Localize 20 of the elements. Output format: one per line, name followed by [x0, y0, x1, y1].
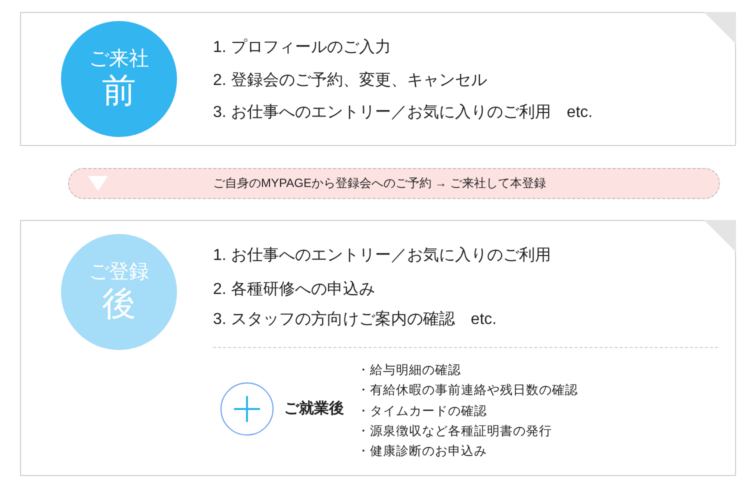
bullet-item: ・給与明細の確認: [357, 362, 461, 378]
panel-card: [20, 220, 736, 476]
banner-text: ご自身のMYPAGEから登録会へのご予約 → ご来社して本登録: [213, 175, 546, 191]
list-item: 2. 登録会のご予約、変更、キャンセル: [213, 71, 487, 91]
panel-card: [20, 12, 736, 146]
circle-label: ご来社: [89, 47, 149, 71]
circle-big-label: 後: [102, 284, 136, 324]
circle-label: ご登録: [89, 260, 149, 284]
list-item: 1. プロフィールのご入力: [213, 38, 391, 58]
list-item: 1. お仕事へのエントリー／お気に入りのご利用: [213, 246, 551, 266]
circle-big-label: 前: [102, 71, 136, 111]
banner-bar: [68, 168, 720, 199]
bullet-item: ・源泉徴収など各種証明書の発行: [357, 422, 552, 439]
section-heading: ご就業後: [284, 400, 344, 418]
bullet-item: ・健康診断のお申込み: [357, 443, 487, 460]
list-item: 3. お仕事へのエントリー／お気に入りのご利用 etc.: [213, 103, 593, 123]
bullet-item: ・有給休暇の事前連絡や残日数の確認: [357, 382, 578, 398]
bullet-item: ・タイムカードの確認: [357, 402, 487, 419]
list-item: 2. 各種研修への申込み: [213, 280, 375, 300]
list-item: 3. スタッフの方向けご案内の確認 etc.: [213, 310, 497, 330]
